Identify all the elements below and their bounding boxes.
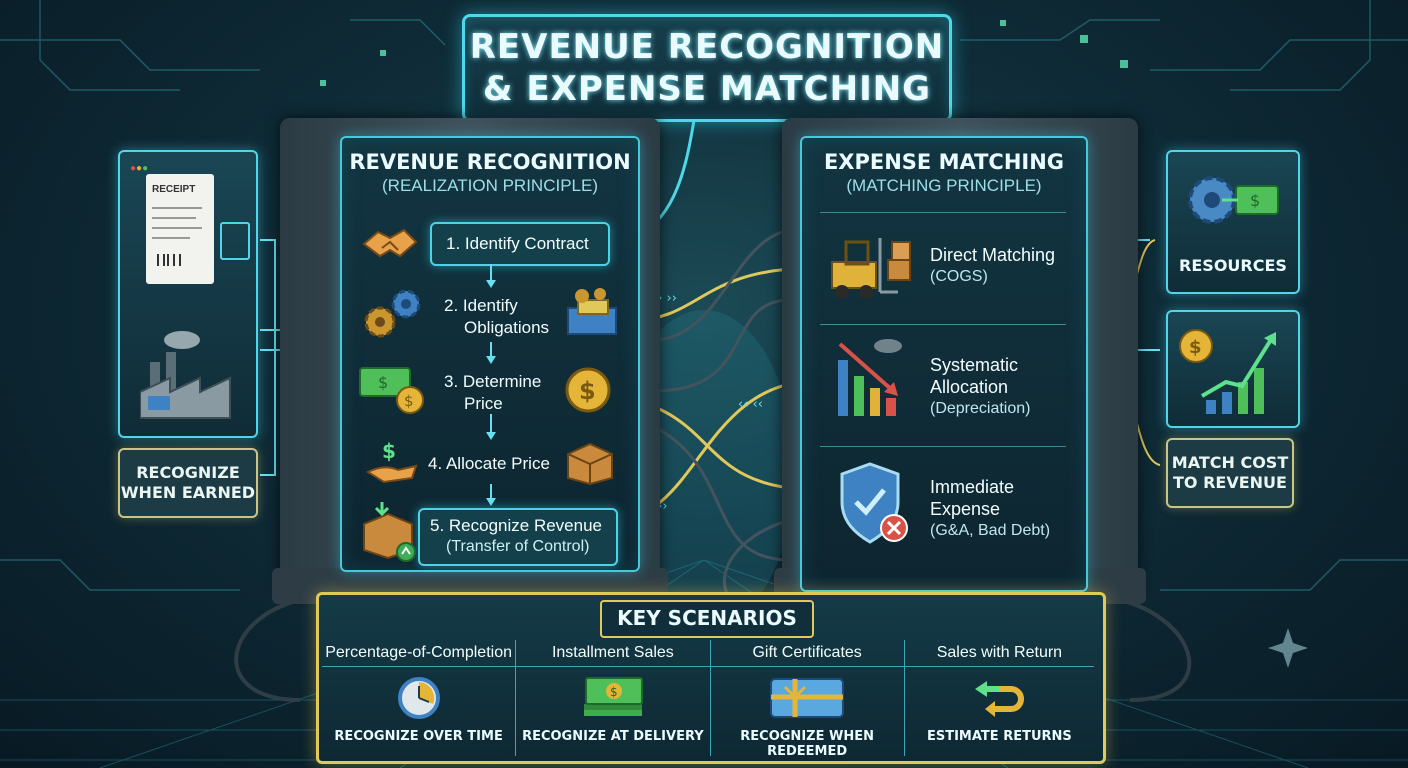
step-3-label-line2: Price [464,394,503,413]
expense-item-3-sub: (G&A, Bad Debt) [930,522,1051,539]
left-tag-line2: WHEN EARNED [120,483,256,502]
scenario-1-header: Percentage-of-Completion [322,640,516,667]
scenario-2-header: Installment Sales [516,640,710,667]
match-cost-to-revenue-tag: MATCH COST TO REVENUE [1166,438,1294,508]
gears-icon [358,284,428,344]
scenario-col-3: Gift Certificates RECOGNIZE WHEN REDEEME… [709,640,904,759]
main-title-line1: REVENUE RECOGNITION [469,27,945,67]
scenario-col-1: Percentage-of-Completion RECOGNIZE OVER … [322,640,516,756]
right-tag-line2: TO REVENUE [1173,473,1287,492]
window-dots: ●●● [130,163,149,174]
step-recognize-revenue: 5. Recognize Revenue (Transfer of Contro… [418,508,618,566]
growth-chart-icon: $ [1176,320,1290,420]
expense-item-2-sub: (Depreciation) [930,400,1031,417]
return-arrows-icon [905,667,1094,729]
scenario-col-2: Installment Sales $ RECOGNIZE AT DELIVER… [515,640,710,756]
step-3-label: 3. Determine [444,372,542,391]
mini-chart-card [220,222,250,260]
receipt-icon: RECEIPT [146,174,214,284]
flow-line-4 [490,484,492,498]
flow-line-2 [490,342,492,356]
hand-dollar-icon: $ [364,436,422,486]
step-5-label-line2: (Transfer of Control) [446,538,590,555]
scenario-3-header: Gift Certificates [710,640,904,667]
left-side-panel: ●●● RECEIPT [118,150,258,438]
gift-card-icon [711,667,904,729]
svg-text:$: $ [1250,191,1260,210]
flow-line-1 [490,264,492,280]
cash-coin-icon: $$ [358,364,430,416]
handshake-icon [360,220,420,264]
scenario-4-footer: ESTIMATE RETURNS [926,729,1072,744]
svg-text:$: $ [404,392,414,410]
expense-item-2-title-line2: Allocation [930,377,1009,397]
declining-chart-icon [832,336,914,422]
svg-text:$: $ [378,373,388,392]
expense-divider-top [820,212,1066,213]
main-title-panel: REVENUE RECOGNITION & EXPENSE MATCHING [462,14,952,122]
step-2-label-line2: Obligations [464,318,550,337]
recognize-when-earned-tag: RECOGNIZE WHEN EARNED [118,448,258,518]
flow-arrow-1 [486,280,496,288]
revenue-panel-title: REVENUE RECOGNITION [349,150,631,174]
cash-stack-icon: $ [516,667,709,729]
svg-text:$: $ [382,439,396,463]
expense-item-2-title: Systematic [930,355,1019,375]
svg-text:$: $ [1189,337,1202,358]
forklift-icon [826,232,918,302]
flow-arrow-3 [486,432,496,440]
resources-label: RESOURCES [1179,256,1287,275]
step-2-label: 2. Identify [444,296,518,315]
scenario-2-footer: RECOGNIZE AT DELIVERY [522,729,704,744]
key-scenarios-title: KEY SCENARIOS [600,600,814,638]
gear-cash-icon: $ [1182,164,1282,244]
factory-icon [139,322,240,422]
flow-line-3 [490,414,492,432]
scenario-col-4: Sales with Return ESTIMATE RETURNS [903,640,1095,756]
scenario-columns: Percentage-of-Completion RECOGNIZE OVER … [322,640,1095,759]
svg-text:‹‹ ‹‹: ‹‹ ‹‹ [738,397,763,412]
scenario-4-header: Sales with Return [904,640,1095,667]
expense-item-1-title: Direct Matching [930,245,1056,265]
growth-panel: $ [1166,310,1300,428]
expense-item-3-title: Immediate [930,477,1015,497]
flow-arrow-2 [486,356,496,364]
step-5-label: 5. Recognize Revenue [430,516,603,535]
coin-icon: $ [564,366,614,416]
step-1-label: 1. Identify Contract [446,234,589,253]
revenue-panel-subtitle: (REALIZATION PRINCIPLE) [382,176,598,195]
left-tag-line1: RECOGNIZE [136,463,240,482]
main-title-line2: & EXPENSE MATCHING [482,69,932,109]
expense-item-3-title-line2: Expense [930,499,1001,519]
scenario-1-footer: RECOGNIZE OVER TIME [334,729,503,744]
clock-icon [322,667,515,729]
expense-divider-2 [820,446,1066,447]
step-identify-contract: 1. Identify Contract [430,222,610,266]
receipt-label: RECEIPT [152,184,196,195]
expense-panel-title: EXPENSE MATCHING [823,150,1065,174]
shield-cross-icon [834,458,914,548]
expense-item-1-sub: (COGS) [930,268,988,285]
box-transfer-icon [360,500,420,564]
step-4-label: 4. Allocate Price [428,454,550,473]
resources-panel: $ RESOURCES [1166,150,1300,294]
svg-text:$: $ [610,685,618,699]
scenario-3-footer: RECOGNIZE WHEN REDEEMED [740,729,874,759]
expense-panel-subtitle: (MATCHING PRINCIPLE) [846,176,1042,195]
svg-text:$: $ [579,377,596,405]
expense-divider-1 [820,324,1066,325]
box-gears-icon [564,286,624,338]
right-tag-line1: MATCH COST [1171,453,1289,472]
flow-arrow-4 [486,498,496,506]
package-icon [564,440,616,486]
